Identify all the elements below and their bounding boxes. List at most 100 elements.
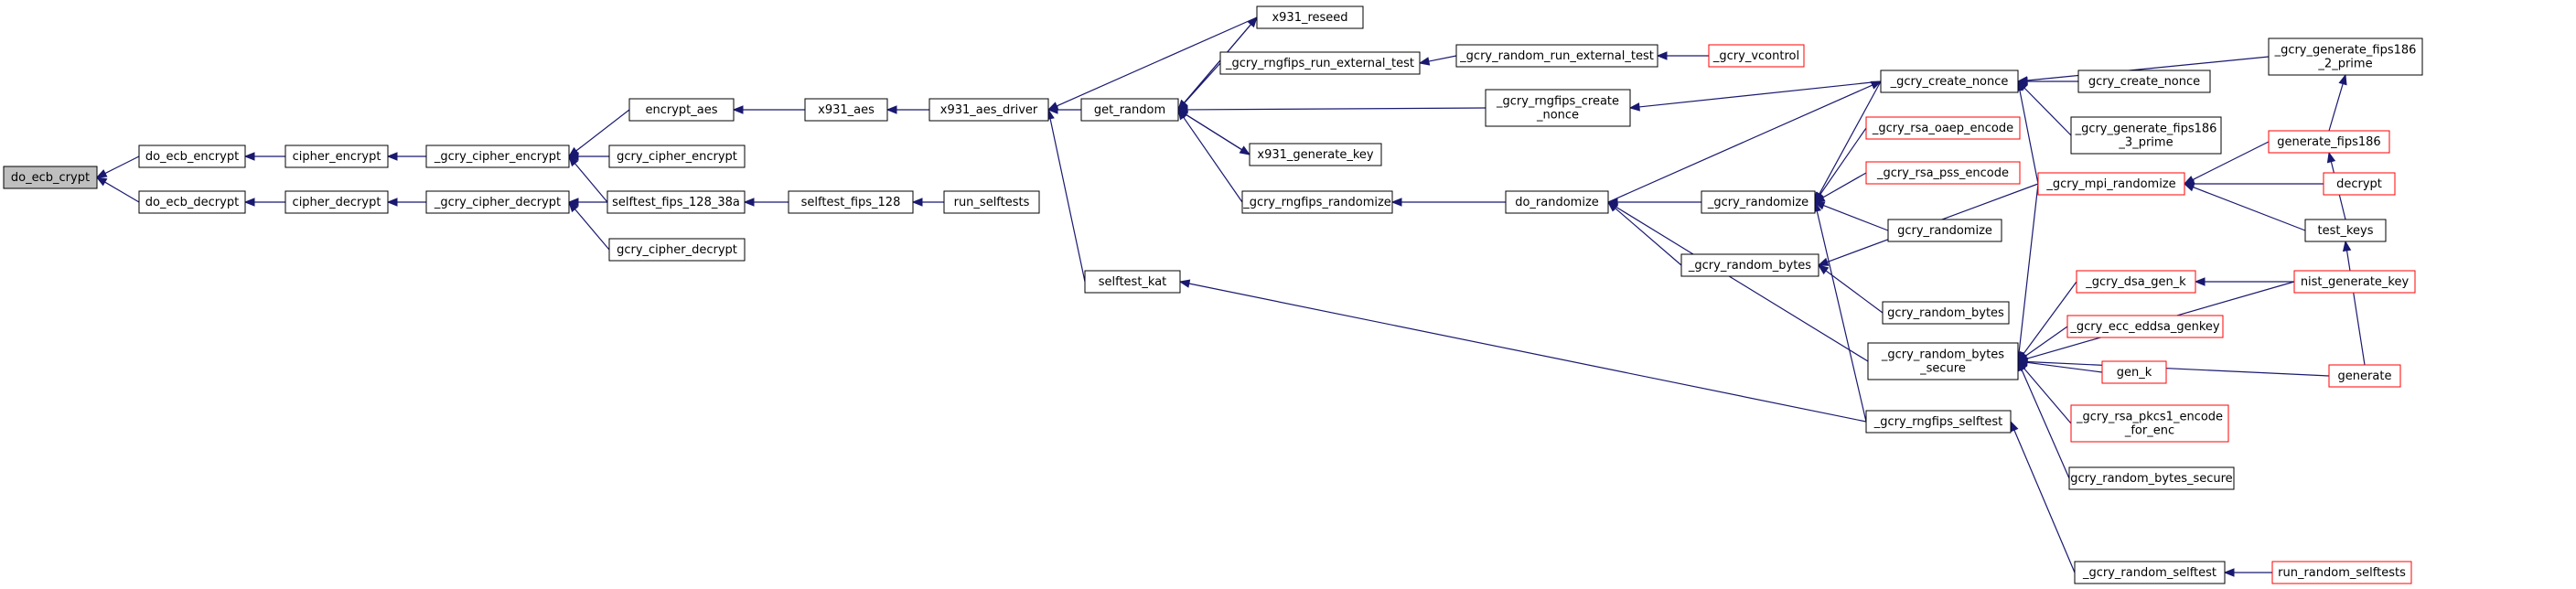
node-run-selftests[interactable]: run_selftests [943,190,1040,214]
node-label: run_selftests [954,196,1030,209]
node-gcry-generate-fips186-3-prime[interactable]: _gcry_generate_fips186_3_prime [2070,116,2222,155]
edge-nist-generate-key-to-gcry-dsa-gen-k [2194,277,2294,286]
node-gcry-rngfips-selftest[interactable]: _gcry_rngfips_selftest [1865,410,2012,434]
node-gcry-ecc-eddsa-genkey[interactable]: _gcry_ecc_eddsa_genkey [2066,315,2224,338]
node-gcry-cipher-encrypt[interactable]: gcry_cipher_encrypt [608,145,746,168]
node-cipher-decrypt[interactable]: cipher_decrypt [284,190,389,214]
edge-generate-to-gcry-random-bytes-secure [2016,357,2330,377]
node-label: _gcry_vcontrol [1712,49,1799,63]
node-box [1680,253,1819,277]
edge-line [2192,141,2270,181]
node-encrypt-aes[interactable]: encrypt_aes [628,98,735,122]
node-label: _gcry_rngfips_run_external_test [1225,57,1414,70]
node-test-keys[interactable]: test_keys [2304,219,2387,242]
node-get-random[interactable]: get_random [1080,98,1179,122]
node-selftest-fips-128-38a[interactable]: selftest_fips_128_38a [606,190,746,214]
node-gcry-create-nonce[interactable]: gcry_create_nonce [2077,70,2211,93]
node-gcry-rngfips-run-external-test[interactable]: _gcry_rngfips_run_external_test [1219,51,1421,75]
node-label: _gcry_rsa_oaep_encode [1872,122,2013,135]
node-gcry-rsa-oaep-encode[interactable]: _gcry_rsa_oaep_encode [1865,116,2021,140]
node-nist-generate-key[interactable]: nist_generate_key [2293,270,2416,294]
node-label: gcry_cipher_encrypt [617,150,737,164]
node-box [1708,44,1805,68]
node-gcry-random-bytes-secure[interactable]: gcry_random_bytes_secure [2068,466,2235,490]
edge-selftest-kat-to-x931-aes-driver [1046,108,1086,283]
node-label: _gcry_mpi_randomize [2045,177,2175,191]
edge-generate-fips186-to-gcry-generate-fips186-2-prime [2328,73,2347,132]
edge-line [1819,127,1867,196]
edge-gcry-rngfips-create-nonce-to-get-random [1176,105,1487,114]
node-do-ecb-encrypt[interactable]: do_ecb_encrypt [138,145,246,168]
node-gcry-dsa-gen-k[interactable]: _gcry_dsa_gen_k [2076,270,2196,294]
node-do-ecb-decrypt[interactable]: do_ecb_decrypt [138,190,246,214]
node-x931-aes[interactable]: x931_aes [804,98,888,122]
edge-run-random-selftests-to-gcry-random-selftest [2223,568,2272,577]
node-gcry-generate-fips186-2-prime[interactable]: _gcry_generate_fips186_2_prime [2268,37,2423,76]
node-gcry-rngfips-randomize[interactable]: _gcry_rngfips_randomize [1241,190,1393,214]
node-cipher-encrypt[interactable]: cipher_encrypt [284,145,389,168]
node-gcry-mpi-randomize[interactable]: _gcry_mpi_randomize [2037,172,2185,196]
node-label: _gcry_rsa_pkcs1_encode [2076,411,2223,424]
edge-do-ecb-decrypt-to-do-ecb-crypt [95,177,140,203]
edge-gcry-randomize-to-do-randomize [1606,198,1701,207]
node-gcry-cipher-decrypt[interactable]: _gcry_cipher_decrypt [425,190,570,214]
node-gcry-cipher-decrypt[interactable]: gcry_cipher_decrypt [608,238,746,262]
node-gcry-random-bytes[interactable]: _gcry_random_bytes [1680,253,1819,277]
node-box [284,190,389,214]
node-gcry-rsa-pkcs1-encode-for-enc[interactable]: _gcry_rsa_pkcs1_encode_for_enc [2070,404,2229,443]
node-generate-fips186[interactable]: generate_fips186 [2268,130,2390,154]
node-selftest-kat[interactable]: selftest_kat [1084,270,1181,294]
node-decrypt[interactable]: decrypt [2323,172,2396,196]
node-box [2268,37,2423,76]
node-label: _nonce [1536,109,1579,123]
edge-selftest-fips-128-38a-to-gcry-cipher-encrypt [568,155,608,203]
node-selftest-fips-128[interactable]: selftest_fips_128 [788,190,914,214]
node-gcry-vcontrol[interactable]: _gcry_vcontrol [1708,44,1805,68]
edge-arrowhead [95,169,108,178]
edge-arrowhead [2326,151,2336,164]
edge-line [1177,24,1251,111]
node-gcry-random-bytes-secure[interactable]: _gcry_random_bytes_secure [1867,342,2019,380]
node-gcry-random-selftest[interactable]: _gcry_random_selftest [2074,561,2226,584]
edge-line [1607,84,1873,203]
node-label: _gcry_cipher_encrypt [434,150,561,164]
node-gcry-random-bytes[interactable]: gcry_random_bytes [1882,301,2010,325]
edge-gcry-random-run-external-test-to-gcry-rngfips-run-external-test [1418,55,1457,66]
edge-line [1049,118,1086,283]
edge-line [1822,172,1867,198]
node-do-ecb-crypt[interactable]: do_ecb_crypt [3,166,98,189]
node-gcry-cipher-encrypt[interactable]: _gcry_cipher_encrypt [425,145,570,168]
node-gen-k[interactable]: gen_k [2101,360,2167,384]
edge-arrowhead [1656,51,1668,60]
edge-arrowhead [911,198,923,207]
node-gcry-rngfips-create-nonce[interactable]: _gcry_rngfips_create_nonce [1485,89,1631,127]
node-box [1249,143,1382,166]
node-x931-reseed[interactable]: x931_reseed [1256,5,1364,29]
node-label: _gcry_cipher_decrypt [434,196,561,209]
node-gcry-randomize[interactable]: gcry_randomize [1887,219,2002,242]
node-generate[interactable]: generate [2328,364,2401,388]
edge-gcry-random-selftest-to-gcry-rngfips-selftest [2010,420,2076,573]
node-gcry-create-nonce[interactable]: _gcry_create_nonce [1880,70,2019,93]
node-gcry-rsa-pss-encode[interactable]: _gcry_rsa_pss_encode [1865,161,2021,185]
node-run-random-selftests[interactable]: run_random_selftests [2271,561,2412,584]
node-box [2066,315,2224,338]
edge-line [2023,368,2072,424]
node-box [928,98,1049,122]
node-box [2068,466,2235,490]
node-label: cipher_decrypt [293,196,381,209]
edge-line [104,181,140,203]
node-label: test_keys [2318,224,2374,238]
node-gcry-random-run-external-test[interactable]: _gcry_random_run_external_test [1455,44,1658,68]
edge-arrowhead [1178,279,1191,288]
node-gcry-randomize[interactable]: _gcry_randomize [1701,190,1816,214]
node-box [2268,130,2390,154]
node-x931-aes-driver[interactable]: x931_aes_driver [928,98,1049,122]
edge-cipher-encrypt-to-do-ecb-encrypt [243,152,285,161]
node-label: run_random_selftests [2278,566,2406,580]
node-do-randomize[interactable]: do_randomize [1505,190,1609,214]
node-label: _for_enc [2124,424,2174,438]
edge-line [2024,326,2068,357]
node-label: selftest_kat [1099,275,1167,289]
node-x931-generate-key[interactable]: x931_generate_key [1249,143,1382,166]
